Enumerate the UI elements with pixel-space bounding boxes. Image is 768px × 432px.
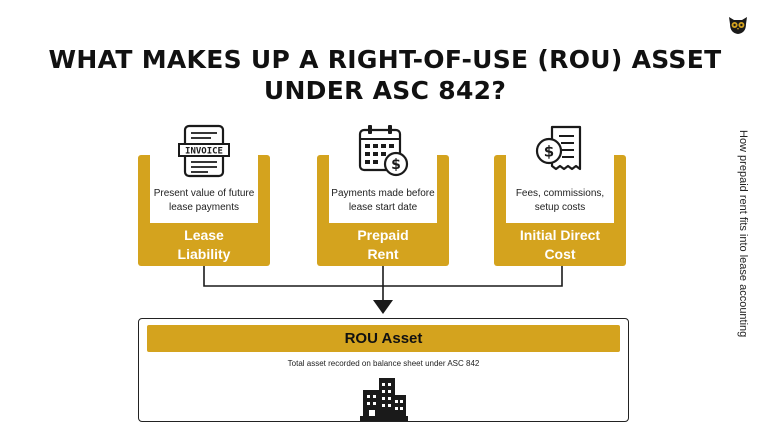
rou-asset-description: Total asset recorded on balance sheet un… [287,359,480,368]
card-description-line-2: setup costs [534,202,586,213]
card-lease-liability: Present value of future lease payments L… [138,124,270,266]
card-description-panel: Present value of future lease payments [150,155,258,223]
card-label: Lease Liability [138,226,270,264]
owl-logo-icon [729,17,747,34]
card-label-line-2: Cost [544,246,576,262]
arrow-down-icon [373,300,393,314]
rou-asset-label: ROU Asset [147,325,620,352]
building-icon [360,378,408,421]
card-label: Prepaid Rent [317,226,449,264]
card-description-line-2: lease start date [348,202,418,213]
svg-text:$: $ [544,143,554,161]
side-caption: How prepaid rent fits into lease account… [737,130,749,338]
invoice-icon: INVOICE [178,124,230,178]
card-label-line-1: Prepaid [357,227,409,243]
card-label-line-1: Lease [184,227,224,243]
card-description-line-1: Fees, commissions, [515,188,605,199]
card-label-line-2: Liability [177,246,231,262]
title-line-2: UNDER ASC 842? [263,76,507,105]
card-description-line-1: Payments made before [331,188,435,199]
rou-asset-box: ROU Asset Total asset recorded on balanc… [138,318,629,422]
receipt-dollar-icon: $ [535,125,582,171]
svg-text:$: $ [391,157,401,173]
invoice-icon-text: INVOICE [185,147,223,157]
card-prepaid-rent: Payments made before lease start date Pr… [317,125,449,266]
card-label-line-2: Rent [367,246,399,262]
card-description-line-2: lease payments [168,202,240,213]
card-label-line-1: Initial Direct [519,227,601,243]
calendar-dollar-icon: $ [358,125,409,177]
page-title: WHAT MAKES UP A RIGHT-OF-USE (ROU) ASSET… [40,44,730,106]
card-initial-direct-cost: Fees, commissions, setup costs Initial D… [494,125,626,266]
title-line-1: WHAT MAKES UP A RIGHT-OF-USE (ROU) ASSET [48,45,722,74]
card-description-line-1: Present value of future [153,188,255,199]
card-label: Initial Direct Cost [494,226,626,264]
